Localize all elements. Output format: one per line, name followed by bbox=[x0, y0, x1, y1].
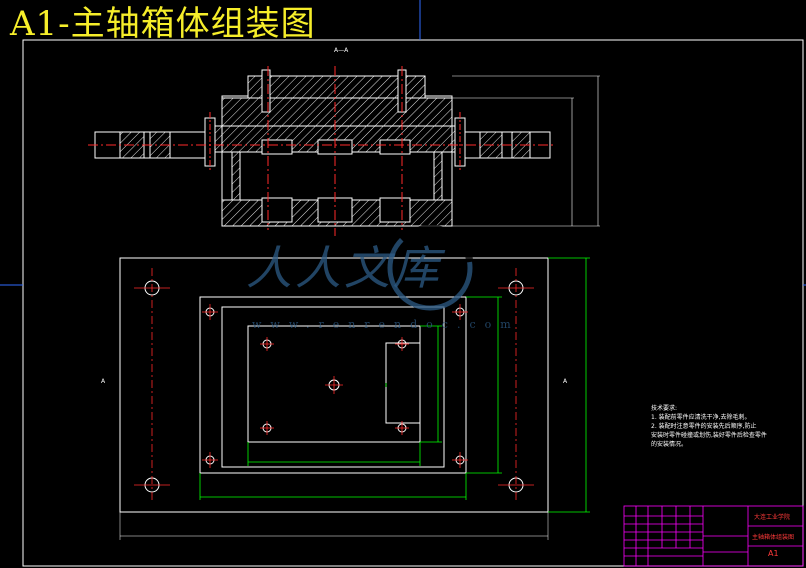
section-view bbox=[88, 66, 600, 236]
technical-requirements: 技术要求: 1. 装配前零件应清洗干净,去除毛刺。 2. 装配时注意零件的安装先… bbox=[651, 404, 801, 449]
title-block-drawing-name: 主轴箱体组装图 bbox=[752, 534, 795, 541]
middle-plate bbox=[199, 296, 467, 474]
title-block bbox=[623, 505, 804, 567]
watermark-url: www.renrendoc.com bbox=[252, 318, 520, 331]
watermark-text: 人人文库 bbox=[246, 241, 442, 295]
title-block-school: 大连工业学院 bbox=[754, 514, 791, 521]
notes-line: 的安装情况。 bbox=[651, 441, 688, 448]
notes-line: 2. 装配时注意零件的安装先后顺序,防止 bbox=[651, 423, 757, 430]
plan-view bbox=[119, 257, 590, 540]
notes-line: 1. 装配前零件应清洗干净,去除毛刺。 bbox=[651, 414, 751, 421]
watermark-logo bbox=[387, 224, 474, 311]
view-marker-left: A bbox=[101, 378, 106, 385]
notes-heading: 技术要求: bbox=[651, 405, 678, 412]
view-marker-right: A bbox=[563, 378, 568, 385]
title-block-sheet: A1 bbox=[768, 549, 779, 558]
drawing-title: A1-主轴箱体组装图 bbox=[10, 4, 316, 44]
sheet-frame bbox=[22, 39, 804, 567]
section-label: A—A bbox=[334, 47, 349, 54]
notes-line: 安装时零件碰撞或划伤,装好零件后检查零件 bbox=[651, 432, 767, 439]
base-plate bbox=[119, 257, 549, 513]
